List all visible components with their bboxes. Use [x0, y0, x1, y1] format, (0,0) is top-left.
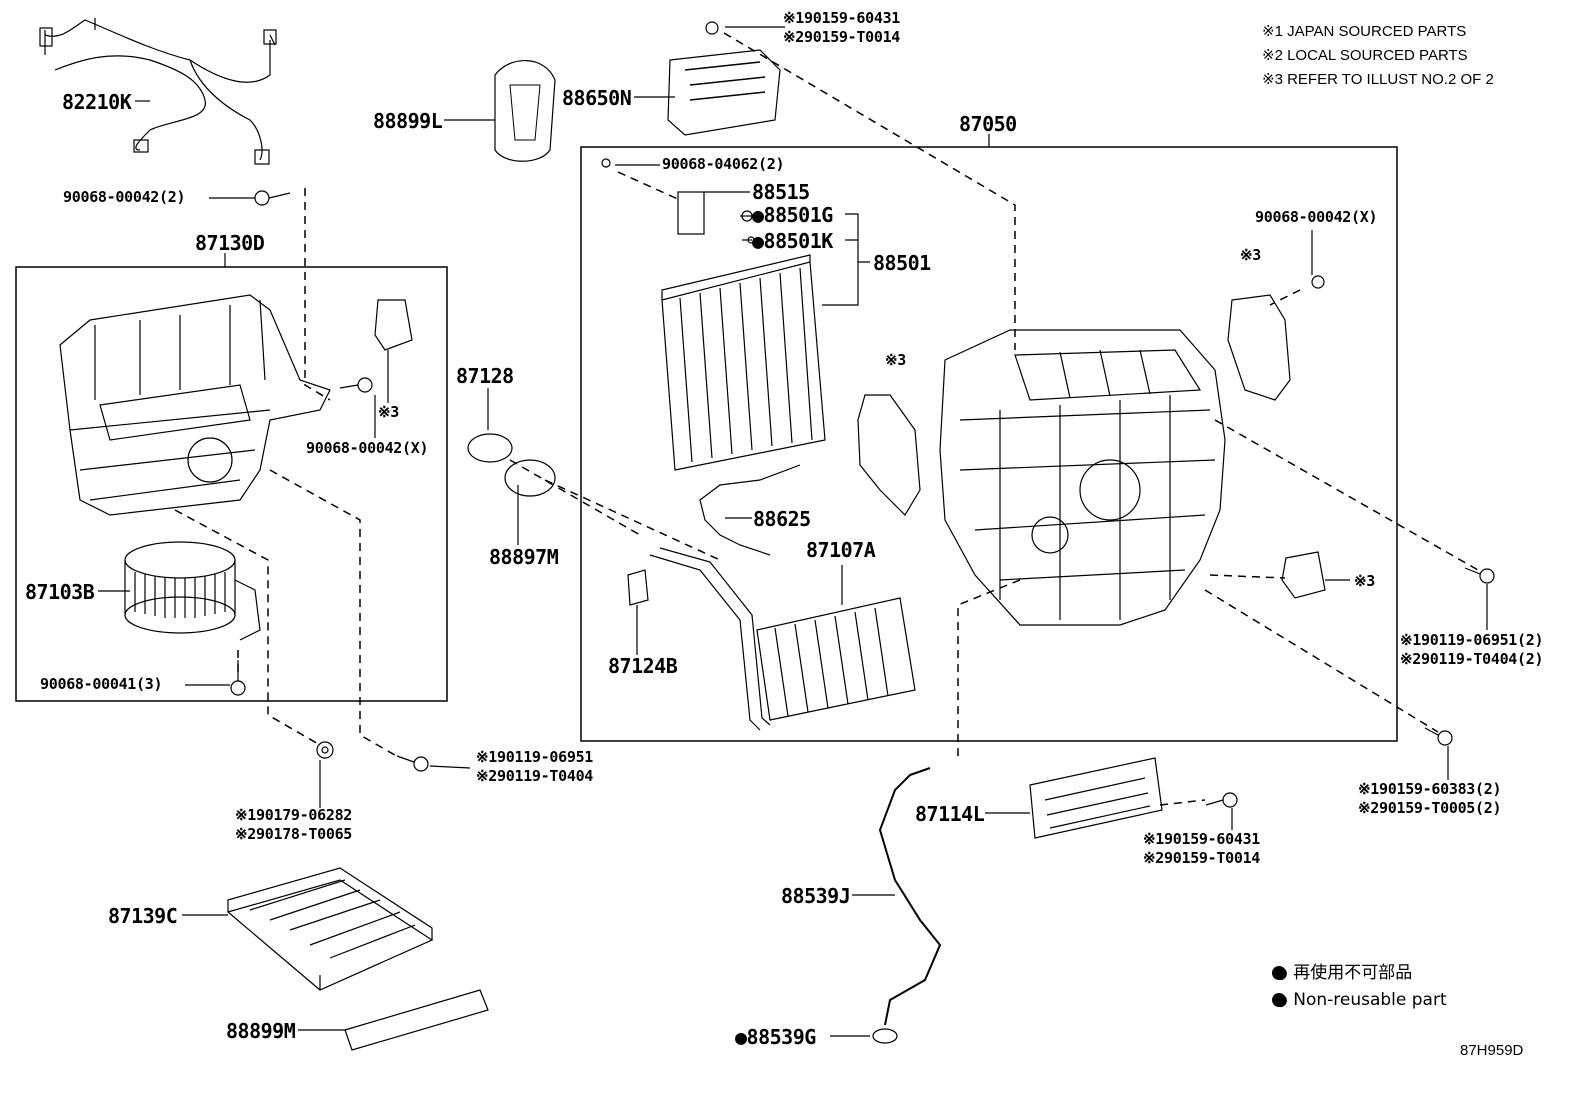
- part-190119-06951-2[interactable]: ※190119-06951(2): [1400, 631, 1544, 649]
- legend-non-reusable-jp: ● 再使用不可部品: [1273, 963, 1413, 983]
- part-82210K[interactable]: 82210K: [62, 90, 132, 114]
- grommet-87128-drawing: [467, 433, 513, 463]
- grille-88899L-drawing: [494, 60, 556, 162]
- part-190159-60383-2[interactable]: ※190159-60383(2): [1358, 780, 1502, 798]
- part-290119-T0404[interactable]: ※290119-T0404: [476, 767, 594, 785]
- part-88899M[interactable]: 88899M: [226, 1019, 296, 1043]
- part-87107A[interactable]: 87107A: [806, 538, 876, 562]
- part-88501K[interactable]: ●88501K: [752, 229, 833, 253]
- ref3-right: ※3: [1354, 572, 1375, 590]
- part-90068-04062-2[interactable]: 90068-04062(2): [662, 155, 785, 173]
- blower-unit-frame: [15, 266, 448, 702]
- part-88650N[interactable]: 88650N: [562, 86, 632, 110]
- servo-left-drawing: [374, 299, 413, 351]
- drain-grommet-drawing: [872, 1028, 898, 1044]
- ref3-right-top: ※3: [1240, 246, 1261, 264]
- part-190119-06951[interactable]: ※190119-06951: [476, 748, 594, 766]
- part-88539G[interactable]: ●88539G: [735, 1025, 816, 1049]
- filter-cover-drawing: [344, 989, 489, 1051]
- illustration-code: 87H959D: [1460, 1042, 1524, 1059]
- legend-non-reusable-en: ● Non-reusable part: [1273, 990, 1447, 1010]
- part-88501G[interactable]: ●88501G: [752, 203, 833, 227]
- servo-right-top-drawing: [1227, 294, 1291, 401]
- part-87130D[interactable]: 87130D: [195, 231, 265, 255]
- duct-87114L-drawing: [1029, 757, 1163, 839]
- part-290159-T0005-2[interactable]: ※290159-T0005(2): [1358, 799, 1502, 817]
- wire-harness-drawing: [39, 18, 277, 165]
- heater-unit-frame: [580, 146, 1398, 742]
- heater-core-drawing: [649, 547, 916, 731]
- air-filter-drawing: [226, 867, 434, 991]
- part-290119-T0404-2[interactable]: ※290119-T0404(2): [1400, 650, 1544, 668]
- part-290159-T0014-top[interactable]: ※290159-T0014: [783, 28, 901, 46]
- evaporator-drawing: [661, 254, 826, 471]
- amplifier-drawing: [667, 49, 781, 136]
- part-88501[interactable]: 88501: [873, 251, 931, 275]
- part-190159-60431-top[interactable]: ※190159-60431: [783, 9, 901, 27]
- part-87124B[interactable]: 87124B: [608, 654, 678, 678]
- packing-88897M-drawing: [504, 459, 556, 497]
- part-87050[interactable]: 87050: [959, 112, 1017, 136]
- screw-drawings-left: [230, 190, 429, 772]
- ref3-left: ※3: [378, 403, 399, 421]
- part-88539J[interactable]: 88539J: [781, 884, 851, 908]
- part-88515[interactable]: 88515: [752, 180, 810, 204]
- blower-motor-drawing: [124, 541, 261, 641]
- part-90068-00042-2[interactable]: 90068-00042(2): [63, 188, 186, 206]
- part-87103B[interactable]: 87103B: [25, 580, 95, 604]
- servo-center-drawing: [857, 394, 921, 516]
- part-90068-00041-3[interactable]: 90068-00041(3): [40, 675, 163, 693]
- part-88625[interactable]: 88625: [753, 507, 811, 531]
- part-87128[interactable]: 87128: [456, 364, 514, 388]
- part-190179-06282[interactable]: ※190179-06282: [235, 806, 353, 824]
- leader-lines: [98, 26, 1488, 1037]
- part-190159-60431-bottom[interactable]: ※190159-60431: [1143, 830, 1261, 848]
- assembly-dashed-lines: [174, 32, 1479, 806]
- blower-case-drawing: [59, 294, 331, 516]
- part-90068-00042-X-left[interactable]: 90068-00042(X): [306, 439, 429, 457]
- sensor-wire-drawing: [699, 464, 801, 556]
- part-90068-00042-X-right[interactable]: 90068-00042(X): [1255, 208, 1378, 226]
- expansion-valve-drawing: [677, 191, 705, 235]
- part-88899L[interactable]: 88899L: [373, 109, 443, 133]
- part-290178-T0065[interactable]: ※290178-T0065: [235, 825, 353, 843]
- note-refer-illust: ※3 REFER TO ILLUST NO.2 OF 2: [1262, 71, 1494, 88]
- part-88897M[interactable]: 88897M: [489, 545, 559, 569]
- note-japan-sourced: ※1 JAPAN SOURCED PARTS: [1262, 23, 1467, 40]
- ref3-center: ※3: [885, 351, 906, 369]
- part-87114L[interactable]: 87114L: [915, 802, 985, 826]
- heater-unit-drawing: [939, 329, 1226, 626]
- note-local-sourced: ※2 LOCAL SOURCED PARTS: [1262, 47, 1468, 64]
- part-87139C[interactable]: 87139C: [108, 904, 178, 928]
- clip-drawing: [627, 569, 649, 606]
- part-290159-T0014-bottom[interactable]: ※290159-T0014: [1143, 849, 1261, 867]
- servo-right-bottom-drawing: [1281, 551, 1326, 599]
- drain-hose-drawing: [878, 767, 942, 1026]
